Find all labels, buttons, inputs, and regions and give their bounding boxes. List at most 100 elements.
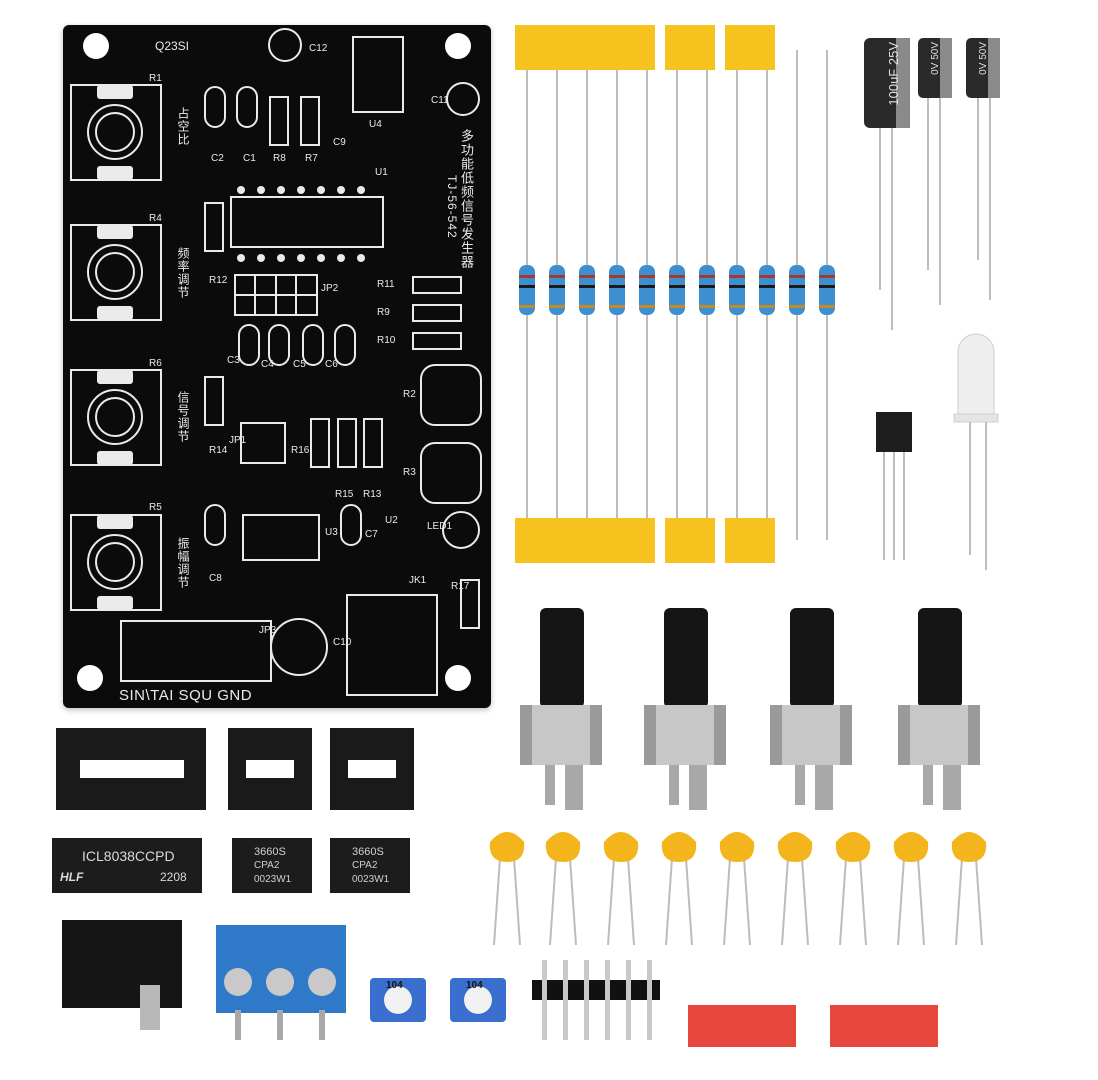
board-model: TJ-56-542 — [445, 175, 459, 239]
knob-label-amplitude: 振幅调节 — [176, 537, 190, 589]
trimmer-potentiometers — [370, 978, 506, 1022]
electrolytic-capacitors — [864, 38, 1000, 330]
ceramic-capacitor — [489, 832, 525, 862]
terminal-block — [216, 925, 346, 1040]
ref-c12: C12 — [309, 43, 328, 54]
capacitor-marking: 100uF 25V — [886, 42, 901, 106]
pcb-silkscreen — [70, 28, 482, 696]
potentiometer — [898, 608, 980, 810]
ref-r2: R2 — [403, 389, 416, 400]
chip-opamp — [330, 838, 410, 893]
mount-hole — [445, 665, 471, 691]
capacitor-marking: 0V 50V — [930, 42, 941, 75]
ref-r17: R17 — [451, 581, 470, 592]
tape — [515, 518, 655, 563]
ref-c8: C8 — [209, 573, 222, 584]
ref-jk1: JK1 — [409, 575, 427, 586]
chip-lot: 0023W1 — [352, 874, 390, 885]
ic-sockets — [56, 728, 414, 810]
dc-jack — [62, 920, 182, 1030]
ref-c11: C11 — [431, 95, 449, 106]
knob-label-frequency: 频率调节 — [176, 247, 190, 299]
ref-r7: R7 — [305, 153, 318, 164]
chip-marking: 3660S — [254, 846, 286, 858]
ref-u3: U3 — [325, 527, 338, 538]
chip-opamp — [232, 838, 312, 893]
mount-hole — [83, 33, 109, 59]
pcb-board: Q23SI 多功能低频信号发生器 TJ-56-542 占空比 频率调节 信号调节… — [63, 25, 491, 708]
ceramic-capacitor — [719, 832, 755, 862]
ref-jp2: JP2 — [321, 283, 339, 294]
mount-hole — [445, 33, 471, 59]
ref-jp1: JP1 — [229, 435, 247, 446]
ref-r10: R10 — [377, 335, 396, 346]
ref-r15: R15 — [335, 489, 354, 500]
transistor — [876, 412, 912, 560]
chip-marking: 3660S — [352, 846, 384, 858]
ref-c3: C3 — [227, 355, 240, 366]
ref-c2: C2 — [211, 153, 224, 164]
tape — [515, 25, 655, 70]
ref-r8: R8 — [273, 153, 286, 164]
ref-c1: C1 — [243, 153, 256, 164]
ref-r5: R5 — [149, 502, 162, 513]
tape — [725, 25, 775, 70]
chip-code: CPA2 — [352, 860, 378, 871]
chip-icl8038 — [52, 838, 202, 893]
ref-r13: R13 — [363, 489, 382, 500]
ceramic-capacitor — [951, 832, 987, 862]
jumper — [688, 1005, 796, 1047]
ref-c7: C7 — [365, 529, 378, 540]
ref-jp3: JP3 — [259, 625, 277, 636]
trimmer-marking: 104 — [466, 980, 483, 991]
ref-led1: LED1 — [427, 521, 453, 532]
ceramic-capacitor — [545, 832, 581, 862]
ref-u2: U2 — [385, 515, 398, 526]
ref-r9: R9 — [377, 307, 390, 318]
ceramic-capacitors — [489, 832, 987, 946]
chip-lot: 0023W1 — [254, 874, 292, 885]
potentiometer — [520, 608, 602, 810]
knob-label-duty: 占空比 — [176, 107, 190, 146]
ceramic-capacitor — [603, 832, 639, 862]
chip-code: 2208 — [160, 870, 187, 884]
led — [953, 333, 999, 570]
resistor-strip — [515, 25, 835, 563]
ref-u4: U4 — [369, 119, 382, 130]
ref-c10: C10 — [333, 637, 352, 648]
chip-code: CPA2 — [254, 860, 280, 871]
potentiometer — [770, 608, 852, 810]
ref-c4: C4 — [261, 359, 274, 370]
chip-brand: HLF — [60, 870, 84, 884]
ref-c9: C9 — [333, 137, 346, 148]
ref-r16: R16 — [291, 445, 310, 456]
pin-header — [532, 960, 660, 1040]
tape — [665, 518, 715, 563]
jumper-caps — [688, 1005, 938, 1047]
ceramic-capacitor — [835, 832, 871, 862]
ref-u1: U1 — [375, 167, 388, 178]
chip-marking: ICL8038CCPD — [82, 848, 175, 864]
tape — [665, 25, 715, 70]
board-title: 多功能低频信号发生器 — [459, 129, 474, 269]
ceramic-capacitor — [777, 832, 813, 862]
ref-r3: R3 — [403, 467, 416, 478]
mount-hole — [77, 665, 103, 691]
potentiometers — [520, 608, 980, 810]
trimmer-marking: 104 — [386, 980, 403, 991]
ref-r14: R14 — [209, 445, 228, 456]
ref-r1: R1 — [149, 73, 162, 84]
board-code: Q23SI — [155, 39, 190, 53]
ceramic-capacitor — [893, 832, 929, 862]
ref-r11: R11 — [377, 279, 395, 290]
knob-label-signal: 信号调节 — [176, 391, 190, 443]
potentiometer — [644, 608, 726, 810]
ref-r4: R4 — [149, 213, 162, 224]
integrated-circuits — [52, 838, 410, 893]
output-label: SIN\TAI SQU GND — [119, 687, 253, 704]
jumper — [830, 1005, 938, 1047]
tape — [725, 518, 775, 563]
ceramic-capacitor — [661, 832, 697, 862]
ref-r12: R12 — [209, 275, 228, 286]
